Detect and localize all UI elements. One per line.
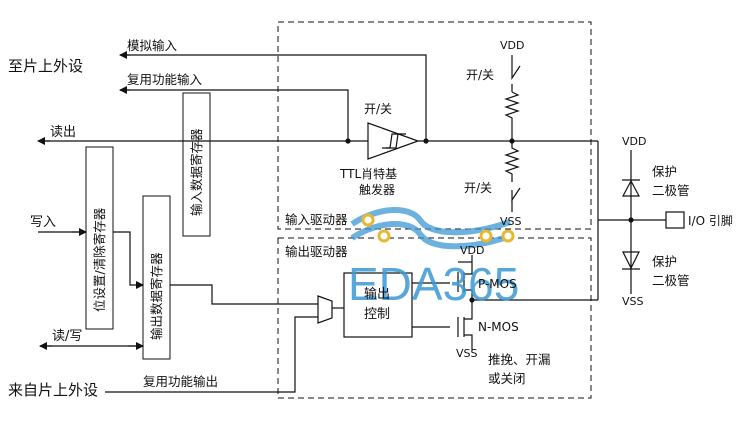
mode-label-2: 或关闭 <box>488 371 526 386</box>
vdd-out-label: VDD <box>460 244 484 257</box>
pulldown-on-off-label: 开/关 <box>464 181 492 195</box>
protect-diode-top-label-2: 二极管 <box>652 183 690 198</box>
output-control-label-2: 控制 <box>364 307 390 322</box>
output-control-label-1: 输出 <box>364 286 390 302</box>
protect-diode-top-label-1: 保护 <box>652 164 677 179</box>
nmos-label: N-MOS <box>478 320 519 334</box>
write-in-label: 写入 <box>30 215 56 230</box>
wires <box>38 54 685 393</box>
labels: 至片上外设 模拟输入 复用功能输入 读出 写入 读/写 来自片上外设 复用功能输… <box>8 38 733 399</box>
alt-func-input-label: 复用功能输入 <box>127 72 203 87</box>
arrows <box>37 51 144 350</box>
input-data-register-label: 输入数据寄存器 <box>189 128 204 216</box>
mode-label-1: 推挽、开漏 <box>488 352 551 367</box>
input-driver-box <box>277 21 592 230</box>
analog-input-label: 模拟输入 <box>127 38 178 53</box>
schmitt-trigger-label-2: 触发器 <box>359 182 395 197</box>
input-driver-label: 输入驱动器 <box>285 212 348 227</box>
read-out-label: 读出 <box>50 125 76 140</box>
output-data-register-box <box>142 195 171 360</box>
protect-diode-bottom-label-1: 保护 <box>652 254 677 269</box>
io-pin-label: I/O 引脚 <box>688 213 733 228</box>
protect-diode-bottom-label-2: 二极管 <box>652 273 690 288</box>
vss-right-label: VSS <box>622 295 644 308</box>
vdd-right-label: VDD <box>622 135 646 148</box>
read-write-label: 读/写 <box>52 329 82 344</box>
output-driver-box <box>277 237 592 399</box>
input-data-register-box <box>182 92 211 237</box>
output-data-register-label: 输出数据寄存器 <box>149 252 164 340</box>
from-onchip-peripheral-label: 来自片上外设 <box>8 381 98 399</box>
trigger-on-off-label: 开/关 <box>364 102 392 116</box>
junction-dots <box>345 138 634 303</box>
pmos-label: P-MOS <box>478 277 517 291</box>
bit-set-reset-register-box <box>85 146 114 330</box>
alt-func-output-label: 复用功能输出 <box>143 374 218 389</box>
bit-set-reset-register-label: 位设置/清除寄存器 <box>92 207 107 312</box>
watermark: EDA365 <box>348 206 519 310</box>
watermark-text: EDA365 <box>348 258 519 310</box>
vss-pulldown-label: VSS <box>500 215 522 228</box>
pullup-on-off-label: 开/关 <box>466 68 494 82</box>
schmitt-trigger-label-1: TTL肖特基 <box>339 166 397 181</box>
vss-out-label: VSS <box>456 347 478 360</box>
to-onchip-peripheral-label: 至片上外设 <box>8 57 83 75</box>
output-driver-label: 输出驱动器 <box>285 244 348 259</box>
vdd-top-label: VDD <box>500 39 524 52</box>
